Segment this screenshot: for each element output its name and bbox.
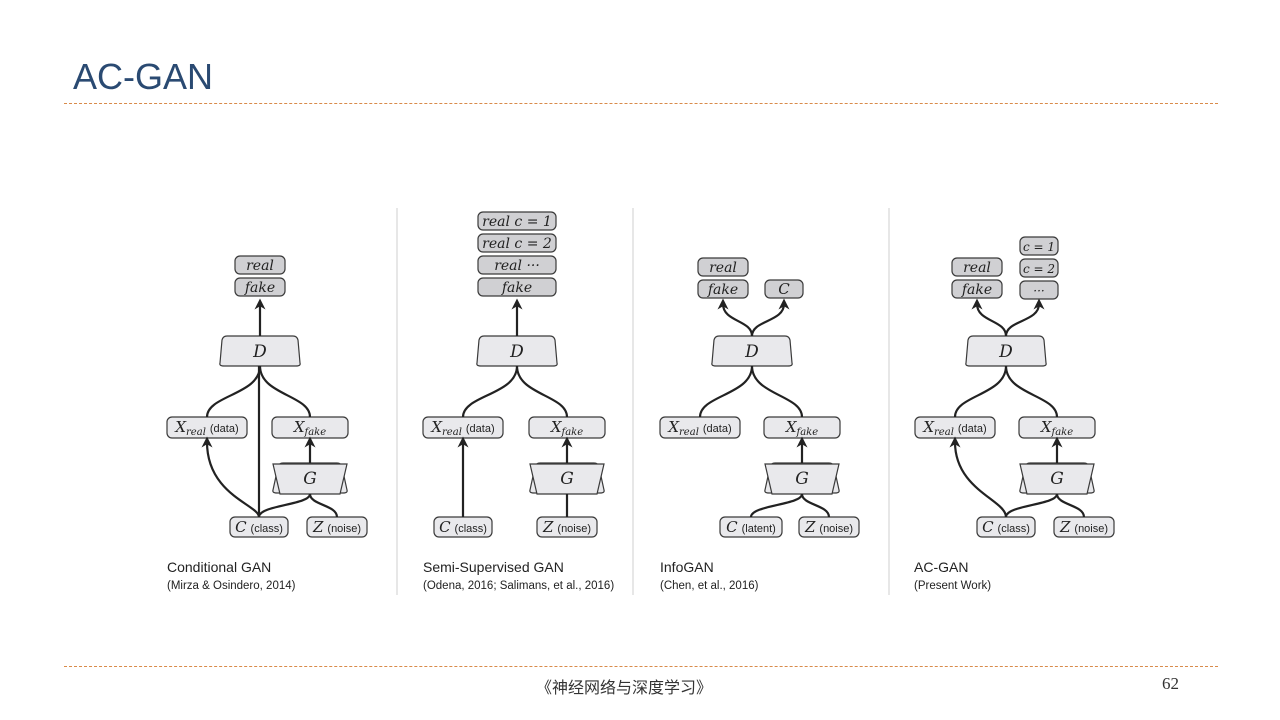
output-box [764, 279, 804, 299]
output-box [697, 257, 749, 277]
output-label: fake [501, 280, 532, 296]
panel-caption: AC-GAN [914, 559, 968, 575]
output-box [477, 255, 557, 275]
c-input-label: C(class) [235, 518, 283, 536]
z-input-label: Z(noise) [1059, 518, 1108, 536]
output-label: real [709, 260, 737, 276]
panel-citation: (Odena, 2016; Salimans, et al., 2016) [423, 580, 614, 592]
output-label: fake [707, 282, 738, 298]
edge-z-to-g [1055, 493, 1086, 518]
output-box [477, 211, 557, 231]
output-label: real [246, 258, 274, 274]
discriminator-block [219, 335, 301, 367]
generator-block [529, 463, 605, 495]
discriminator-block [965, 335, 1047, 367]
generator-block [1019, 463, 1095, 495]
c-input-label: C(latent) [726, 518, 776, 536]
output-label: fake [244, 280, 275, 296]
output-box [477, 233, 557, 253]
edge-xreal-to-d [698, 365, 754, 418]
generator-block [764, 463, 840, 495]
output-box [951, 279, 1003, 299]
edge-xreal-to-d [953, 365, 1008, 418]
output-label: C [778, 280, 790, 298]
panel-citation: (Chen, et al., 2016) [660, 580, 759, 592]
generator-label: G [303, 469, 317, 489]
output-label: real [963, 260, 991, 276]
edge-c-to-g [1004, 493, 1059, 518]
output-label: real c = 2 [482, 236, 552, 252]
output-label: c = 2 [1023, 262, 1055, 276]
footer-book-title: 《神经网络与深度学习》 [536, 678, 713, 697]
x-fake-label: Xfake [293, 418, 326, 438]
panel-caption: InfoGAN [660, 559, 714, 575]
page-number: 62 [1162, 674, 1179, 693]
panel-caption: Conditional GAN [167, 559, 271, 575]
output-label: fake [961, 282, 992, 298]
output-label: ··· [1033, 284, 1044, 298]
discriminator-label: D [998, 342, 1013, 362]
z-input-label: Z(noise) [542, 518, 591, 536]
footer-divider [64, 666, 1218, 667]
edge-d-to-class [750, 298, 790, 337]
x-fake-label: Xfake [785, 418, 818, 438]
output-label: real c = 1 [482, 214, 552, 230]
edge-xreal-to-d [461, 365, 519, 418]
slide-title: AC-GAN [73, 56, 214, 97]
edge-d-to-realfake [971, 298, 1008, 337]
generator-block [272, 463, 348, 495]
edge-xfake-to-d [515, 365, 569, 418]
x-real-label: Xreal(data) [174, 418, 238, 438]
x-real-label: Xreal(data) [430, 418, 494, 438]
edge-z-to-g [800, 493, 831, 518]
output-box [477, 277, 557, 297]
edge-c-to-xreal [201, 436, 261, 518]
z-input-label: Z(noise) [312, 518, 361, 536]
discriminator-label: D [252, 342, 267, 362]
x-fake-label: Xfake [550, 418, 583, 438]
panel-caption: Semi-Supervised GAN [423, 559, 564, 575]
edge-c-to-xreal [949, 436, 1008, 518]
output-box [697, 279, 749, 299]
output-label: c = 1 [1023, 240, 1055, 254]
c-input-label: C(class) [982, 518, 1030, 536]
panel-citation: (Mirza & Osindero, 2014) [167, 580, 296, 592]
edge-c-to-g [749, 493, 804, 518]
edge-xfake-to-d [258, 365, 312, 418]
discriminator-label: D [509, 342, 524, 362]
x-fake-label: Xfake [1040, 418, 1073, 438]
edge-xfake-to-d [750, 365, 804, 418]
output-box [951, 257, 1003, 277]
z-input-label: Z(noise) [804, 518, 853, 536]
output-box [234, 255, 286, 275]
output-box [234, 277, 286, 297]
edge-d-to-class [1004, 298, 1045, 337]
edge-xfake-to-d [1004, 365, 1059, 418]
generator-label: G [1050, 469, 1064, 489]
x-real-label: Xreal(data) [922, 418, 986, 438]
title-divider [64, 103, 1218, 104]
generator-label: G [795, 469, 809, 489]
panel-citation: (Present Work) [914, 580, 991, 592]
edge-c-to-g [257, 493, 312, 518]
output-box [1019, 258, 1059, 278]
c-input-label: C(class) [439, 518, 487, 536]
edge-d-to-realfake [717, 298, 754, 337]
generator-label: G [560, 469, 574, 489]
discriminator-block [476, 335, 558, 367]
discriminator-block [711, 335, 793, 367]
output-label: real ··· [494, 258, 540, 274]
edge-xreal-to-d [205, 365, 262, 418]
discriminator-label: D [744, 342, 759, 362]
x-real-label: Xreal(data) [667, 418, 731, 438]
output-box [1019, 236, 1059, 256]
edge-z-to-g [308, 493, 339, 518]
